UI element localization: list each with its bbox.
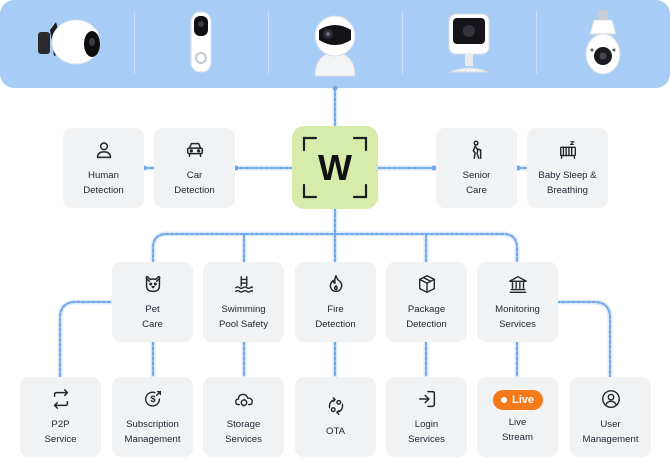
node-label: Detection [406,318,447,330]
node-label: Care [142,318,163,330]
node-label: Services [408,433,445,445]
logo-letter: W [318,147,352,188]
camera-divider [134,12,135,74]
node-label: Human [88,169,119,181]
central-logo-hub: W [292,126,378,209]
institution-icon [507,273,529,295]
node-label: Swimming [221,303,266,315]
swap-arrows-icon [50,388,72,410]
car-detection-node[interactable]: Car Detection [154,128,235,208]
pan-tilt-indoor-camera-icon [268,8,402,80]
user-circle-icon [600,388,622,410]
senior-care-node[interactable]: Senior Care [436,128,517,208]
storage-services-node[interactable]: Storage Services [203,377,284,457]
camera-divider [402,12,403,74]
mini-indoor-camera-icon [402,8,536,80]
swimming-pool-safety-node[interactable]: Swimming Pool Safety [203,262,284,342]
pool-ladder-icon [233,273,255,295]
node-label: Car [186,169,203,181]
node-label: Fire [327,303,344,315]
node-label: Detection [83,184,124,196]
node-label: Subscription [126,418,179,430]
monitoring-services-node[interactable]: Monitoring Services [477,262,558,342]
live-badge: Live [492,389,543,410]
node-label: Baby Sleep & [538,169,597,181]
pet-face-icon [142,273,164,295]
video-doorbell-icon [134,8,268,80]
camera-divider [268,12,269,74]
live-stream-node[interactable]: Live Live Stream [477,377,558,457]
node-label: Pet [145,303,160,315]
camera-device-bar [0,0,670,88]
live-dot-icon [500,396,507,403]
car-icon [184,139,206,161]
package-detection-node[interactable]: Package Detection [386,262,467,342]
live-badge-text: Live [511,393,534,406]
node-label: Detection [174,184,215,196]
node-label: Stream [502,431,533,443]
svg-text:$: $ [150,394,155,404]
camera-divider [536,12,537,74]
person-icon [93,139,115,161]
logo-frame-icon: W [302,136,368,199]
node-label: Service [44,433,77,445]
node-label: Services [225,433,262,445]
node-label: Care [466,184,487,196]
baby-sleep-breathing-node[interactable]: Baby Sleep & Breathing [527,128,608,208]
node-label: Breathing [546,184,589,196]
node-label: Pool Safety [218,318,269,330]
node-label: Senior [462,169,491,181]
dollar-circle-icon: $ [142,388,164,410]
login-services-node[interactable]: Login Services [386,377,467,457]
crib-icon [557,139,579,161]
package-icon [416,273,438,295]
subscription-management-node[interactable]: $ Subscription Management [112,377,193,457]
node-label: Live [508,416,527,428]
node-label: OTA [325,426,345,437]
node-label: P2P [51,418,70,430]
elderly-person-icon [466,139,488,161]
cloud-sync-icon [233,388,255,410]
flame-icon [325,273,347,295]
ota-cycle-icon [325,395,347,417]
node-label: Package [407,303,446,315]
outdoor-spotlight-camera-icon [0,8,134,80]
node-label: Storage [226,418,261,430]
ota-node[interactable]: OTA [295,377,376,457]
node-label: Management [124,433,181,445]
node-label: Login [414,418,439,430]
pet-care-node[interactable]: Pet Care [112,262,193,342]
bulb-camera-icon [536,8,670,80]
fire-detection-node[interactable]: Fire Detection [295,262,376,342]
login-icon [416,388,438,410]
human-detection-node[interactable]: Human Detection [63,128,144,208]
node-label: Detection [315,318,356,330]
node-label: Management [582,433,639,445]
node-label: Services [499,318,536,330]
user-management-node[interactable]: User Management [570,377,651,457]
node-label: User [600,418,621,430]
node-label: Monitoring [495,303,540,315]
p2p-service-node[interactable]: P2P Service [20,377,101,457]
